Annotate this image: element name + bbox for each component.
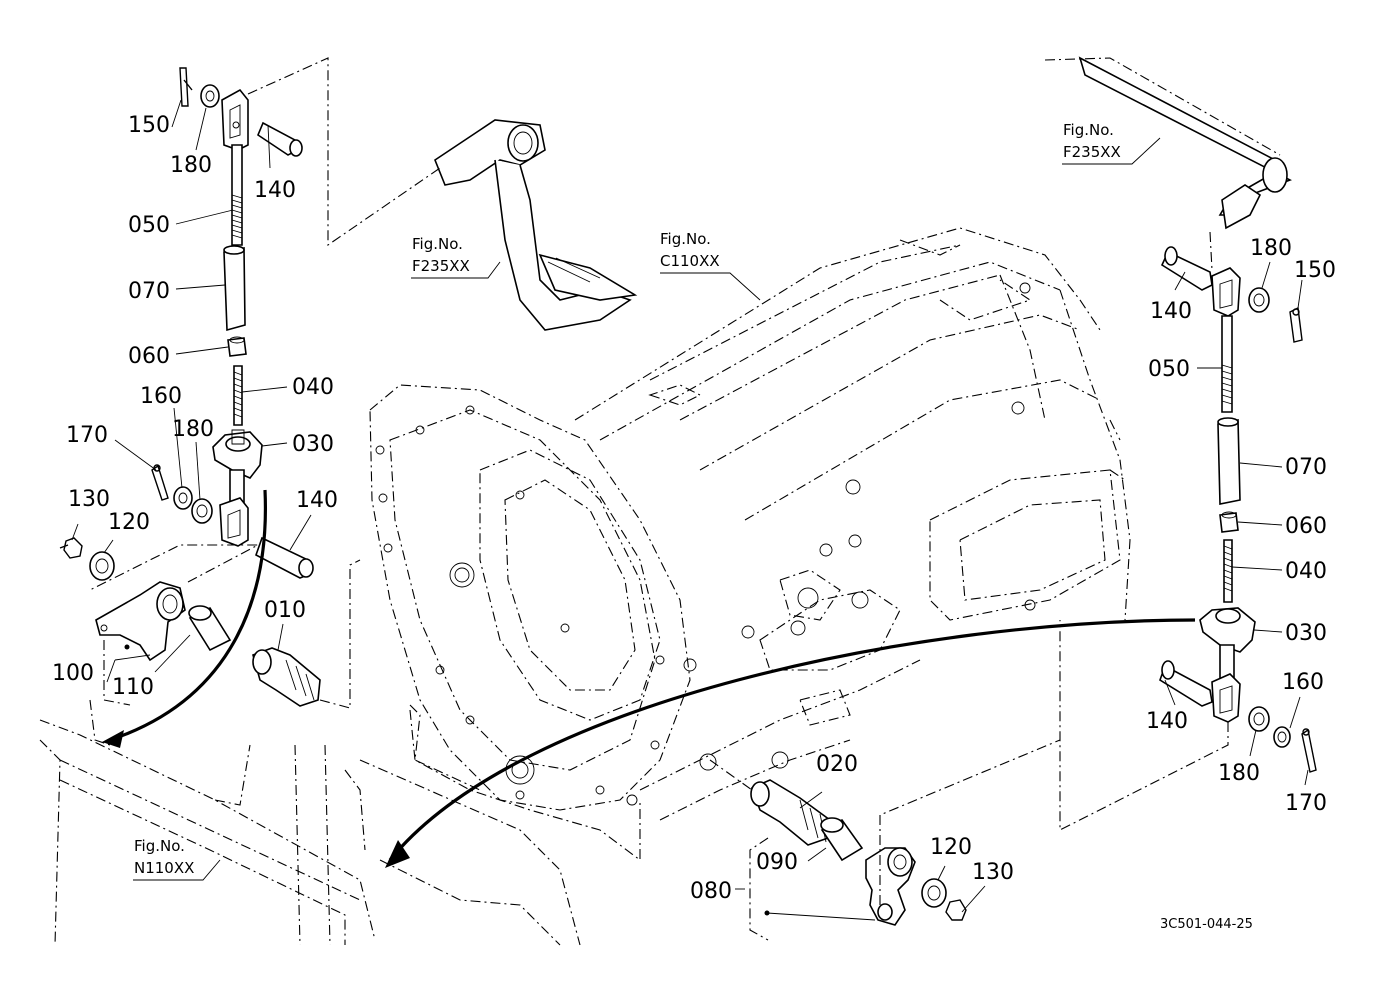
right-rod-assembly	[1059, 231, 1317, 831]
frame-fig-code: N110XX	[134, 859, 194, 877]
pedal-fig-code: F235XX	[412, 257, 470, 275]
label-130: 130	[68, 487, 110, 512]
shaft-fig-ref: Fig.No.	[1063, 121, 1114, 139]
frame	[39, 699, 581, 946]
label-150: 150	[1294, 258, 1336, 283]
brake-pedal	[434, 119, 638, 331]
label-080: 080	[690, 879, 732, 904]
drawing-code: 3C501-044-25	[1160, 917, 1253, 932]
pedal-fig-ref: Fig.No.	[412, 235, 463, 253]
label-030: 030	[292, 432, 334, 457]
label-160: 160	[1282, 670, 1324, 695]
label-170: 170	[66, 423, 108, 448]
reference-leaders	[133, 137, 1161, 881]
label-040: 040	[1285, 559, 1327, 584]
label-070: 070	[1285, 455, 1327, 480]
left-rod-assembly	[59, 57, 441, 709]
label-140: 140	[1146, 709, 1188, 734]
label-180: 180	[172, 417, 214, 442]
transmission-housing	[369, 227, 1131, 862]
label-140: 140	[1150, 299, 1192, 324]
cross-shaft	[1044, 56, 1292, 230]
label-180: 180	[170, 153, 212, 178]
label-070: 070	[128, 279, 170, 304]
assembly-arrows	[102, 489, 1196, 868]
label-060: 060	[1285, 514, 1327, 539]
shaft-fig-code: F235XX	[1063, 143, 1121, 161]
label-100: 100	[52, 661, 94, 686]
label-090: 090	[756, 850, 798, 875]
label-050: 050	[128, 213, 170, 238]
housing-fig-ref: Fig.No.	[660, 230, 711, 248]
label-180: 180	[1218, 761, 1260, 786]
label-020: 020	[816, 752, 858, 777]
label-050: 050	[1148, 357, 1190, 382]
part-labels: 150 180 140 050 070 060 040 030 160 180 …	[52, 113, 1336, 904]
label-140: 140	[296, 488, 338, 513]
label-130: 130	[972, 860, 1014, 885]
label-110: 110	[112, 675, 154, 700]
housing-fig-code: C110XX	[660, 252, 720, 270]
label-170: 170	[1285, 791, 1327, 816]
label-010: 010	[264, 598, 306, 623]
label-150: 150	[128, 113, 170, 138]
label-180: 180	[1250, 236, 1292, 261]
label-160: 160	[140, 384, 182, 409]
frame-fig-ref: Fig.No.	[134, 837, 185, 855]
figure-references: Fig.No. F235XX Fig.No. C110XX Fig.No. F2…	[134, 121, 1121, 877]
label-060: 060	[128, 344, 170, 369]
label-040: 040	[292, 375, 334, 400]
label-120: 120	[930, 835, 972, 860]
label-030: 030	[1285, 621, 1327, 646]
label-120: 120	[108, 510, 150, 535]
label-140: 140	[254, 178, 296, 203]
lower-arm-assembly	[709, 739, 1061, 941]
